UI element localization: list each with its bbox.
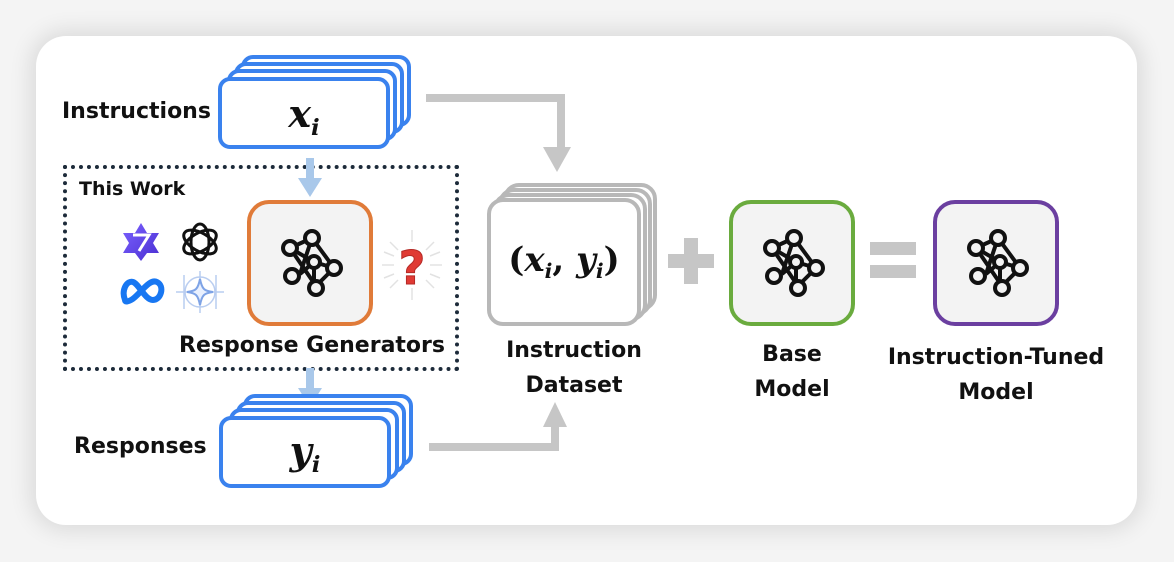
math-var-x: x bbox=[288, 91, 311, 136]
neural-network-icon bbox=[281, 229, 343, 297]
neural-network-icon bbox=[967, 229, 1029, 297]
math-sub-i: i bbox=[544, 259, 553, 284]
neural-network-icon bbox=[763, 229, 825, 297]
response-to-dataset-arrow bbox=[429, 402, 567, 451]
arrow-shaft bbox=[306, 368, 314, 388]
arrow-head bbox=[298, 178, 322, 197]
paren-close: ) bbox=[603, 240, 620, 280]
math-var-y: y bbox=[576, 240, 596, 280]
this-work-label: This Work bbox=[79, 178, 186, 200]
base-model-label-line1: Base bbox=[762, 342, 822, 367]
response-generator-model-box bbox=[247, 200, 373, 326]
response-math: yi bbox=[223, 428, 387, 478]
comma: , bbox=[552, 240, 577, 280]
arrow-head bbox=[543, 402, 567, 427]
instruction-to-generator-arrow bbox=[298, 158, 322, 197]
arrow-head bbox=[543, 147, 571, 172]
instructions-label: Instructions bbox=[62, 99, 211, 124]
instruction-to-dataset-arrow bbox=[426, 94, 571, 172]
tuned-model-label-line1: Instruction-Tuned bbox=[887, 345, 1105, 370]
dataset-label-line1: Instruction bbox=[506, 338, 642, 363]
dataset-card: (xi, yi) bbox=[487, 198, 641, 326]
arrow-shaft bbox=[306, 158, 314, 178]
base-model-label-line2: Model bbox=[754, 377, 830, 402]
base-model-box bbox=[729, 200, 855, 326]
instruction-tuned-model-box bbox=[933, 200, 1059, 326]
instruction-math: xi bbox=[222, 91, 386, 141]
response-card: yi bbox=[219, 416, 391, 488]
paren-open: ( bbox=[508, 240, 525, 280]
question-mark: ? bbox=[399, 241, 426, 295]
equals-icon bbox=[870, 242, 916, 278]
this-work-box bbox=[63, 165, 459, 371]
gemini-logo-icon bbox=[176, 271, 224, 313]
responses-label: Responses bbox=[74, 434, 207, 459]
arrow-shaft bbox=[426, 94, 565, 147]
arrow-shaft bbox=[429, 426, 559, 451]
math-sub-i: i bbox=[595, 259, 604, 284]
qwen-logo-icon bbox=[123, 223, 159, 261]
math-var-y: y bbox=[289, 428, 312, 473]
base-model-label: Base Model bbox=[729, 337, 855, 407]
meta-logo-icon bbox=[120, 278, 165, 305]
unknown-generator-icon: ? bbox=[382, 230, 442, 300]
tuned-model-label-line2: Model bbox=[958, 380, 1034, 405]
math-var-x: x bbox=[524, 240, 545, 280]
instruction-tuned-model-label: Instruction-Tuned Model bbox=[866, 340, 1126, 410]
dataset-label: Instruction Dataset bbox=[488, 333, 660, 403]
math-sub-i: i bbox=[311, 451, 321, 478]
math-sub-i: i bbox=[310, 114, 320, 141]
instruction-card: xi bbox=[218, 77, 390, 149]
dataset-math: (xi, yi) bbox=[491, 240, 637, 283]
openai-logo-icon bbox=[182, 222, 218, 262]
plus-icon bbox=[668, 238, 714, 284]
response-generators-label: Response Generators bbox=[179, 333, 445, 358]
dataset-label-line2: Dataset bbox=[525, 373, 623, 398]
